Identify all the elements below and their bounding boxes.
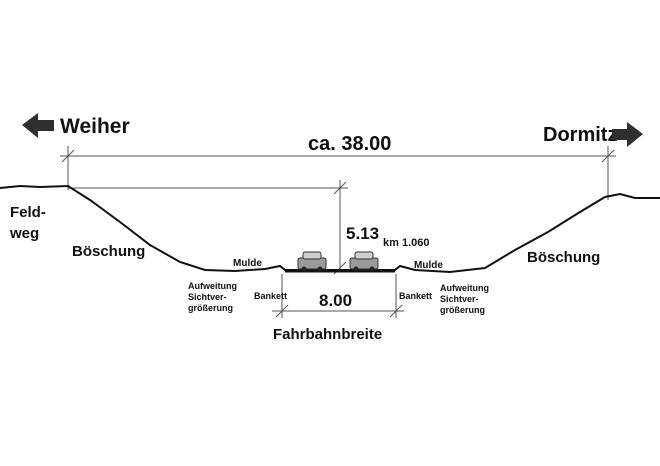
ditch-right-label: Mulde: [414, 260, 443, 271]
feldweg-label-line2: weg: [9, 225, 39, 242]
slope-left-label: Böschung: [72, 243, 145, 260]
depth-label: 5.13: [346, 224, 379, 243]
shoulder-right-label: Bankett: [399, 291, 432, 301]
shoulder-left-label: Bankett: [254, 291, 287, 301]
total-width-dimension: [60, 146, 616, 200]
car-left-icon: [297, 251, 327, 272]
widening-left-line3: größerung: [188, 303, 233, 313]
direction-left-label: Weiher: [60, 115, 130, 138]
widening-right-line3: größerung: [440, 305, 485, 315]
widening-right-line1: Aufweitung: [440, 283, 489, 293]
car-right-icon: [349, 251, 379, 272]
arrow-right-icon: [612, 122, 643, 147]
total-width-label: ca. 38.00: [308, 133, 391, 155]
arrow-left-icon: [22, 113, 54, 138]
roadway-width-dimension: [272, 274, 404, 318]
widening-right-line2: Sichtver-: [440, 294, 479, 304]
roadway-width-label: Fahrbahnbreite: [273, 326, 382, 343]
station-label: km 1.060: [383, 237, 429, 249]
roadway-width-value: 8.00: [319, 291, 352, 310]
ditch-left-label: Mulde: [233, 258, 262, 269]
widening-left-line2: Sichtver-: [188, 292, 227, 302]
direction-right-label: Dormitz: [543, 124, 617, 146]
widening-left-line1: Aufweitung: [188, 281, 237, 291]
feldweg-label-line1: Feld-: [10, 204, 46, 221]
slope-right-label: Böschung: [527, 249, 600, 266]
